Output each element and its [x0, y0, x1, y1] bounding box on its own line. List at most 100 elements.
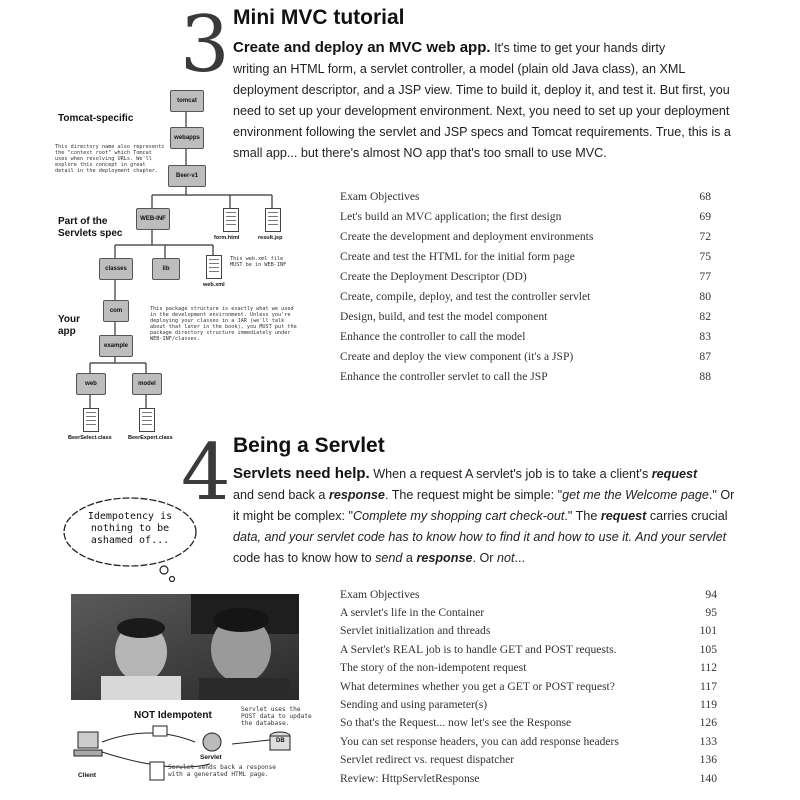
toc-entry: Sending and using parameter(s) 119 — [340, 695, 717, 713]
chapter3-title: Mini MVC tutorial — [233, 6, 405, 29]
your-app-label-line2: app — [58, 326, 76, 337]
db-label: DB — [276, 738, 285, 744]
thought-bubble-shape — [63, 497, 197, 583]
context-root-note: This directory name also represents the … — [55, 144, 165, 174]
folder-webapps: webapps — [170, 127, 204, 149]
toc-entry: Review: HttpServletResponse 140 — [340, 769, 717, 787]
toc-entry: So that's the Request... now let's see t… — [340, 714, 717, 732]
toc-entry-page: 75 — [699, 249, 711, 263]
toc-entry-page: 69 — [699, 209, 711, 223]
request-flow-arrows — [73, 725, 291, 781]
toc-entry-title: The story of the non-idempotent request — [340, 661, 527, 675]
toc-entry: Exam Objectives 94 — [340, 585, 717, 603]
toc-entry: Create and test the HTML for the initial… — [340, 246, 711, 266]
post-update-note: Servlet uses the POST data to update the… — [241, 706, 312, 727]
file-beerexpert-label: BeerExpert.class — [128, 435, 173, 441]
toc-entry-page: 80 — [699, 289, 711, 303]
toc-entry-page: 82 — [699, 309, 711, 323]
toc-entry: Enhance the controller servlet to call t… — [340, 366, 711, 386]
toc-entry: Create and deploy the view component (it… — [340, 346, 711, 366]
toc-entry: Create the Deployment Descriptor (DD) 77 — [340, 266, 711, 286]
folder-classes: classes — [99, 258, 133, 280]
chapter4-intro-lead: Servlets need help. — [233, 465, 370, 482]
toc-entry: A servlet's life in the Container 95 — [340, 603, 717, 621]
file-icon — [206, 255, 222, 279]
toc-entry-page: 117 — [700, 679, 717, 693]
chapter3-intro: Create and deploy an MVC web app. It's t… — [233, 37, 793, 164]
client-label: Client — [78, 772, 97, 779]
toc-entry: What determines whether you get a GET or… — [340, 677, 717, 695]
chapter4-title: Being a Servlet — [233, 434, 385, 457]
toc-entry-title: Create, compile, deploy, and test the co… — [340, 289, 591, 303]
toc-entry-title: Design, build, and test the model compon… — [340, 309, 548, 323]
toc-entry-title: Create and deploy the view component (it… — [340, 349, 574, 363]
chapter4-intro-line: and send back a response. The request mi… — [233, 488, 735, 502]
toc-entry-page: 72 — [699, 229, 711, 243]
toc-entry-page: 140 — [699, 771, 717, 785]
folder-beer: Beer-v1 — [168, 165, 206, 187]
folder-com: com — [103, 300, 129, 322]
file-icon — [83, 408, 99, 432]
toc-entry-page: 87 — [699, 349, 711, 363]
toc-entry-title: Enhance the controller servlet to call t… — [340, 369, 548, 383]
toc-entry: Servlet redirect vs. request dispatcher 1… — [340, 751, 717, 769]
toc-entry-page: 94 — [705, 587, 717, 601]
toc-entry-title: Enhance the controller to call the model — [340, 329, 526, 343]
toc-entry-title: A servlet's life in the Container — [340, 606, 485, 620]
file-webxml-label: web.xml — [203, 282, 225, 288]
folder-tomcat: tomcat — [170, 90, 204, 112]
not-idempotent-label: NOT Idempotent — [134, 710, 212, 721]
toc-entry-title: Review: HttpServletResponse — [340, 771, 480, 785]
file-beerselect-label: BeerSelect.class — [68, 435, 112, 441]
webxml-note: This web.xml file MUST be in WEB-INF — [230, 256, 287, 268]
folder-webinf: WEB-INF — [136, 208, 170, 230]
toc-entry: You can set response headers, you can ad… — [340, 732, 717, 750]
chapter3-intro-line: small app... but there's almost NO app t… — [233, 146, 607, 160]
toc-entry: Enhance the controller to call the model… — [340, 326, 711, 346]
file-form-label: form.html — [214, 235, 240, 241]
toc-entry-page: 77 — [699, 269, 711, 283]
deployment-directory-diagram: tomcat webapps Beer-v1 WEB-INF classes l… — [0, 80, 330, 450]
toc-entry-page: 68 — [699, 189, 711, 203]
toc-entry-page: 119 — [700, 698, 717, 712]
toc-entry: A Servlet's REAL job is to handle GET an… — [340, 640, 717, 658]
your-app-label-line1: Your — [58, 314, 81, 325]
toc-entry-title: Sending and using parameter(s) — [340, 698, 488, 712]
package-structure-note: This package structure is exactly what w… — [150, 306, 297, 342]
toc-entry-page: 133 — [699, 734, 717, 748]
servlet-label: Servlet — [200, 754, 222, 761]
movie-still-image — [71, 594, 299, 700]
not-idempotent-diagram: NOT Idempotent Servlet uses the POST dat… — [60, 704, 312, 790]
chapter4-intro-line: When a request A servlet's job is to tak… — [373, 467, 698, 481]
chapter4-intro-line: data, and your servlet code has to know … — [233, 530, 727, 544]
chapter4-contents: Exam Objectives 94 A servlet's life in the… — [340, 585, 717, 787]
toc-entry-page: 95 — [705, 606, 717, 620]
tomcat-specific-label: Tomcat-specific — [58, 113, 134, 124]
toc-entry-title: Create and test the HTML for the initial… — [340, 249, 575, 263]
toc-entry-title: What determines whether you get a GET or… — [340, 679, 615, 693]
folder-web: web — [76, 373, 106, 395]
toc-entry-page: 126 — [699, 716, 717, 730]
toc-entry-title: Exam Objectives — [340, 587, 420, 601]
thought-bubble: Idempotency is nothing to be ashamed of.… — [60, 494, 200, 584]
chapter3-intro-line: It's time to get your hands dirty — [494, 41, 666, 55]
toc-entry-title: A Servlet's REAL job is to handle GET an… — [340, 642, 617, 656]
chapter3-intro-line: deployment descriptor, and a JSP view. T… — [233, 83, 730, 97]
toc-entry-title: Create the Deployment Descriptor (DD) — [340, 269, 527, 283]
toc-entry: The story of the non-idempotent request 1… — [340, 659, 717, 677]
chapter3-number: 3 — [180, 0, 230, 90]
folder-example: example — [99, 335, 133, 357]
toc-entry-page: 136 — [699, 753, 717, 767]
toc-entry: Create the development and deployment en… — [340, 226, 711, 246]
chapter3-intro-line: environment following the servlet and JS… — [233, 125, 731, 139]
chapter4-intro-line: code has to know how to send a response.… — [233, 551, 525, 565]
toc-entry-title: Servlet redirect vs. request dispatcher — [340, 753, 515, 767]
chapter4-intro-line: it might be complex: "Complete my shoppi… — [233, 509, 728, 523]
response-note: Servlet sends back a response with a gen… — [168, 764, 277, 778]
chapter4-intro: Servlets need help. When a request A ser… — [233, 463, 793, 569]
folder-model: model — [132, 373, 162, 395]
toc-entry: Create, compile, deploy, and test the co… — [340, 286, 711, 306]
toc-entry-page: 112 — [700, 661, 717, 675]
